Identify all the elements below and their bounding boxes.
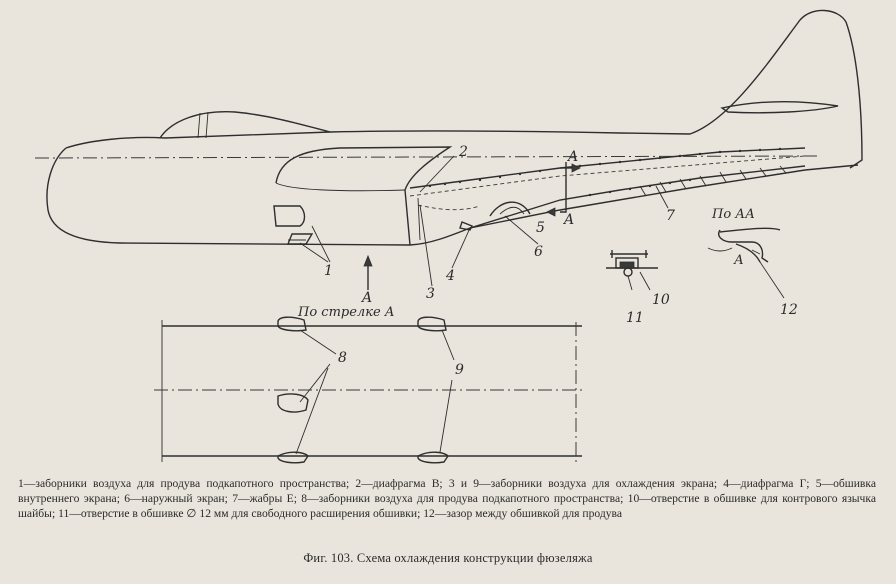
leader-lines (299, 155, 669, 287)
canopy (159, 111, 331, 139)
label-section-a-bottom: A (562, 212, 574, 228)
label-2: 2 (458, 144, 468, 160)
label-7: 7 (666, 208, 675, 224)
cooling-scheme-diagram: 1 2 3 4 5 6 7 8 9 10 11 12 A A A По стре… (34, 9, 863, 464)
fuselage-side-view (34, 9, 863, 290)
air-intake-8 (277, 316, 309, 464)
label-5: 5 (536, 220, 545, 236)
section-aa-detail (707, 227, 785, 299)
figure-caption: 1—заборники воздуха для продува подкапот… (18, 477, 876, 520)
horizontal-stabilizer (720, 101, 839, 114)
label-12: 12 (780, 302, 798, 318)
label-view-aa: По АА (711, 207, 755, 222)
rear-screen-skin (409, 147, 806, 189)
label-arrow-a: A (360, 290, 372, 306)
fuselage-top (65, 130, 691, 149)
label-view-arrow-a: По стрелке А (297, 305, 395, 320)
air-intake-1 (273, 205, 314, 245)
air-intake-9 (417, 316, 449, 464)
label-3: 3 (426, 286, 435, 302)
label-6: 6 (534, 244, 543, 260)
fuselage-outline (46, 147, 806, 246)
label-4: 4 (445, 268, 455, 284)
label-9: 9 (455, 362, 464, 378)
gills (639, 165, 787, 197)
label-1: 1 (324, 263, 333, 279)
fuselage-axis (34, 155, 821, 159)
top-view-a (154, 316, 584, 464)
outer-screen (489, 201, 531, 217)
washer-detail (606, 250, 658, 291)
label-11: 11 (626, 310, 644, 326)
label-section-a-top: A (566, 149, 578, 165)
label-detail-a: А (733, 253, 744, 268)
wing-root-fairing (275, 146, 453, 246)
top-view-outline (162, 325, 582, 457)
label-10: 10 (652, 292, 670, 308)
vertical-tail (689, 9, 863, 169)
figure-title: Фиг. 103. Схема охлаждения конструкции ф… (303, 551, 593, 565)
label-8: 8 (338, 350, 347, 366)
callout-labels: 1 2 3 4 5 6 7 8 9 10 11 12 A A A По стре… (297, 144, 798, 378)
rivet-row (428, 147, 782, 197)
